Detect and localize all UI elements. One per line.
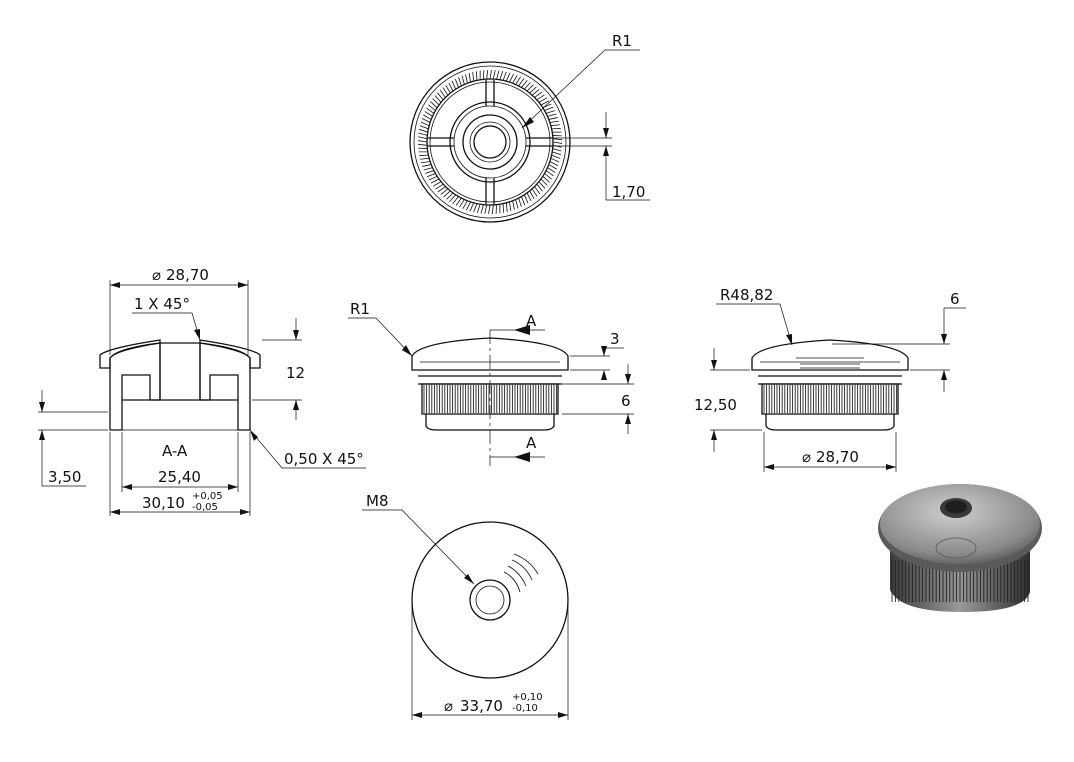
cut-label-top: A	[526, 312, 537, 330]
bottom-view: M8 ⌀ 33,70 +0,10 -0,10	[362, 492, 569, 720]
knurl-teeth-ring	[417, 69, 563, 215]
inner-width-label: 25,40	[158, 468, 201, 486]
bottom-tol-upper: +0,10	[512, 692, 543, 703]
bottom-tol-lower: -0,10	[512, 703, 538, 714]
crown-radius-label: R48,82	[720, 286, 773, 304]
chamfer-bottom-label: 0,50 X 45°	[284, 450, 364, 468]
knurl-height-label: 6	[621, 392, 631, 410]
chamfer-top-label: 1 X 45°	[134, 295, 190, 313]
cap-height-label: 3	[610, 330, 620, 348]
outer-width-label: 30,10	[142, 494, 185, 512]
section-view: ⌀ 28,70 1 X 45° 12 A-A 0,50 X 45° 3,50	[38, 266, 366, 516]
front-view: A A R1 3 6	[348, 300, 634, 466]
top-view: R1 1,70	[409, 32, 650, 223]
side-height-label: 12,50	[694, 396, 737, 414]
side-top-label: 6	[950, 290, 960, 308]
bottom-diameter-symbol: ⌀	[444, 697, 453, 715]
section-diameter-label: 28,70	[166, 266, 209, 284]
front-knurl	[423, 385, 558, 413]
bottom-diameter-label: 33,70	[460, 697, 503, 715]
outer-width-tol-upper: +0,05	[192, 491, 223, 502]
step-label: 3,50	[48, 468, 81, 486]
side-knurl	[763, 385, 898, 413]
thread-label: M8	[366, 492, 389, 510]
side-view: R48,82 6 12,50 ⌀ 28,70	[694, 286, 966, 472]
front-radius-label: R1	[350, 300, 370, 318]
isometric-render	[878, 484, 1042, 612]
side-diameter-label: 28,70	[816, 448, 859, 466]
top-radius-label: R1	[612, 32, 632, 50]
side-diameter-symbol: ⌀	[802, 448, 811, 466]
outer-width-tol-lower: -0,05	[192, 502, 218, 513]
section-diameter-symbol: ⌀	[152, 266, 161, 284]
rib-width-label: 1,70	[612, 183, 645, 201]
section-name-label: A-A	[162, 442, 188, 460]
cut-label-bottom: A	[526, 434, 537, 452]
section-height-label: 12	[286, 364, 305, 382]
